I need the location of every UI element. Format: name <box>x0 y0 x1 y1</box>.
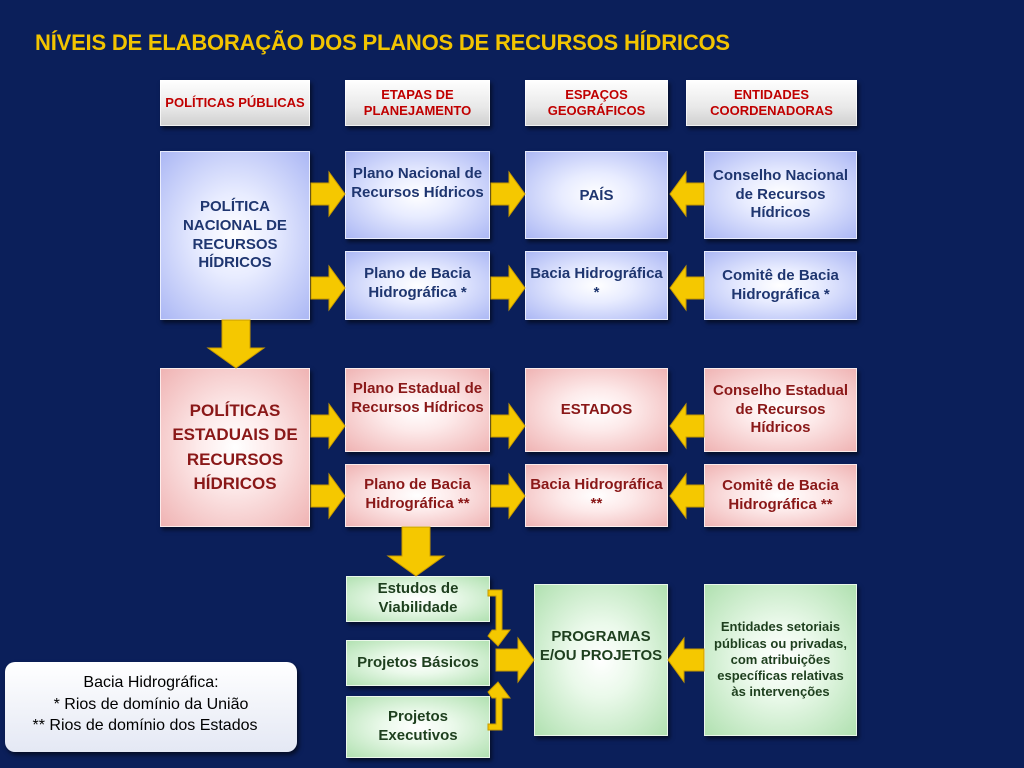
national-basin-plan-box: Plano de Bacia Hidrográfica * <box>345 251 490 320</box>
arrow-right-icon <box>310 402 346 450</box>
legend-line-3: ** Rios de domínio dos Estados <box>32 717 258 735</box>
programs-projects-box: PROGRAMAS E/OU PROJETOS <box>534 584 668 736</box>
arrow-left-icon <box>669 402 705 450</box>
state-basin-plan-box: Plano de Bacia Hidrográfica ** <box>345 464 490 527</box>
arrow-right-icon <box>490 402 526 450</box>
viability-studies-box: Estudos de Viabilidade <box>346 576 490 622</box>
legend-line-2: * Rios de domínio da União <box>53 695 249 713</box>
sectoral-entities-box: Entidades setoriais públicas ou privadas… <box>704 584 857 736</box>
state-basin-space-box: Bacia Hidrográfica ** <box>525 464 668 527</box>
national-council-box: Conselho Nacional de Recursos Hídricos <box>704 151 857 239</box>
arrow-right-icon <box>310 472 346 520</box>
state-policy-box: POLÍTICAS ESTADUAIS DE RECURSOS HÍDRICOS <box>160 368 310 527</box>
legend-box: Bacia Hidrográfica: * Rios de domínio da… <box>5 662 297 752</box>
country-space-box: PAÍS <box>525 151 668 239</box>
arrow-down-icon <box>386 526 446 577</box>
legend-line-1: Bacia Hidrográfica: <box>83 674 219 691</box>
bent-arrow-up-icon <box>487 681 511 731</box>
header-entidades-coordenadoras: ENTIDADES COORDENADORAS <box>686 80 857 126</box>
header-politicas-publicas: POLÍTICAS PÚBLICAS <box>160 80 310 126</box>
national-basin-space-box: Bacia Hidrográfica * <box>525 251 668 320</box>
arrow-left-icon <box>667 636 705 684</box>
arrow-left-icon <box>669 472 705 520</box>
states-space-box: ESTADOS <box>525 368 668 452</box>
arrow-right-icon <box>495 636 535 684</box>
state-council-box: Conselho Estadual de Recursos Hídricos <box>704 368 857 452</box>
arrow-left-icon <box>669 264 705 312</box>
bent-arrow-down-icon <box>487 589 511 647</box>
arrow-right-icon <box>490 170 526 218</box>
state-plan-box: Plano Estadual de Recursos Hídricos <box>345 368 490 452</box>
arrow-down-icon <box>206 319 266 369</box>
arrow-right-icon <box>310 264 346 312</box>
header-etapas-planejamento: ETAPAS DE PLANEJAMENTO <box>345 80 490 126</box>
national-plan-box: Plano Nacional de Recursos Hídricos <box>345 151 490 239</box>
page-title: NÍVEIS DE ELABORAÇÃO DOS PLANOS DE RECUR… <box>35 30 730 55</box>
arrow-right-icon <box>490 472 526 520</box>
national-basin-committee-box: Comitê de Bacia Hidrográfica * <box>704 251 857 320</box>
national-policy-box: POLÍTICA NACIONAL DE RECURSOS HÍDRICOS <box>160 151 310 320</box>
basic-projects-box: Projetos Básicos <box>346 640 490 686</box>
state-basin-committee-box: Comitê de Bacia Hidrográfica ** <box>704 464 857 527</box>
arrow-right-icon <box>310 170 346 218</box>
header-espacos-geograficos: ESPAÇOS GEOGRÁFICOS <box>525 80 668 126</box>
arrow-right-icon <box>490 264 526 312</box>
executive-projects-box: Projetos Executivos <box>346 696 490 758</box>
arrow-left-icon <box>669 170 705 218</box>
